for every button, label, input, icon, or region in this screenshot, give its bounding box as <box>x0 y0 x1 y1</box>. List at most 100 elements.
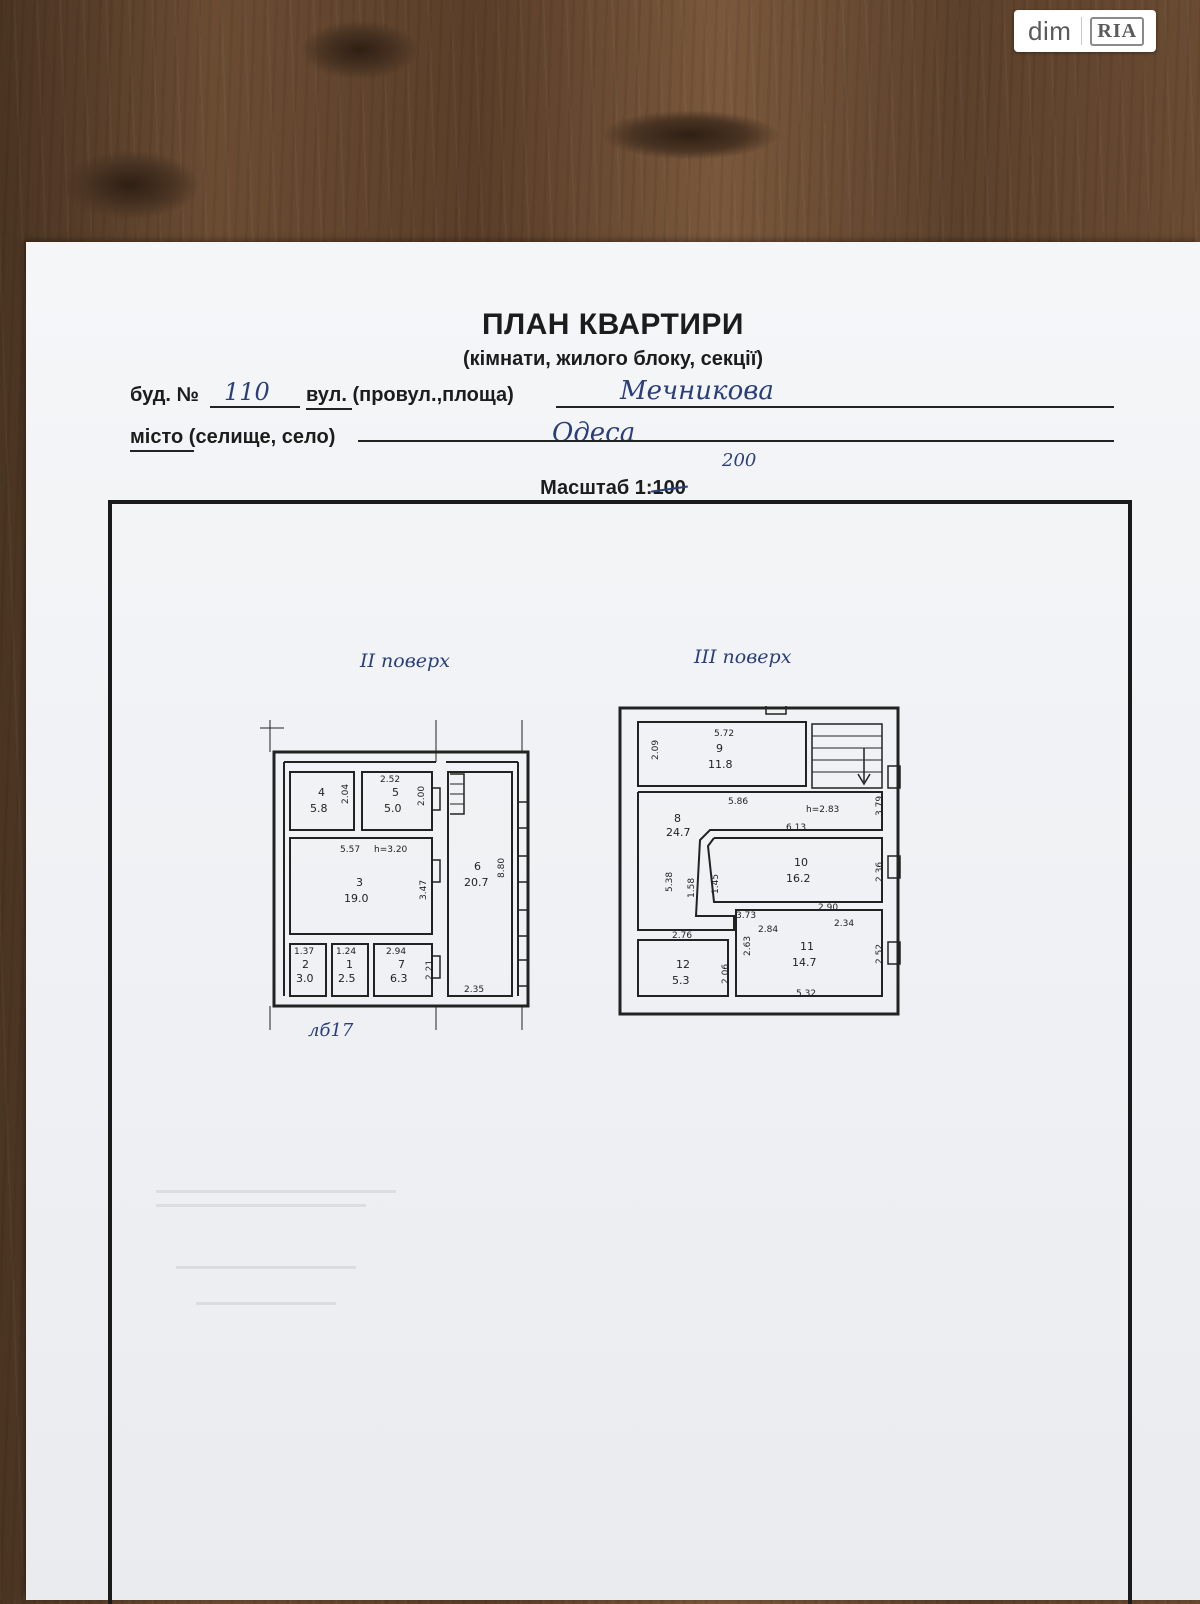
floor2-dim: 8.80 <box>497 858 507 878</box>
city-label-underline <box>130 450 194 452</box>
floor3-dim: 2.84 <box>758 925 778 935</box>
watermark-logo: dim RIA <box>1014 10 1156 52</box>
floor3-stair-arrowhead <box>857 773 871 786</box>
faint-mark <box>176 1266 356 1269</box>
floor3-dim: 5.86 <box>728 797 748 807</box>
floor3-window <box>887 855 901 879</box>
floor2-window <box>517 909 529 937</box>
floor2-dim: 2.94 <box>386 947 406 957</box>
city-value: Одеса <box>552 418 636 448</box>
floor3-room-12-number: 12 <box>676 958 690 971</box>
floor2-window <box>517 801 529 829</box>
floor2-dim: 1.24 <box>336 947 356 957</box>
floor3-room-11-number: 11 <box>800 940 814 953</box>
floor-label-2: II поверх <box>360 650 450 672</box>
scale-row: Масштаб 1:100 <box>26 477 1200 500</box>
floor2-window <box>431 859 441 883</box>
floor2-room-6-number: 6 <box>474 860 481 873</box>
floor3-room-12-area: 5.3 <box>672 974 690 987</box>
floor2-window <box>431 955 441 979</box>
floor3-window <box>887 765 901 789</box>
floor3-room-8 <box>637 791 883 931</box>
paper-sheet: ПЛАН КВАРТИРИ (кімнати, жилого блоку, се… <box>26 242 1200 1604</box>
floor2-room-7-number: 7 <box>398 958 405 971</box>
building-row: буд. № <box>130 384 199 407</box>
city-label: місто (селище, село) <box>130 426 336 448</box>
document-subtitle: (кімнати, жилого блоку, секції) <box>462 348 764 370</box>
scale-printed: 100 <box>652 477 686 499</box>
floor3-room-10-area: 16.2 <box>786 872 811 885</box>
street-label: вул. (провул.,площа) <box>306 384 514 406</box>
floor2-room-1 <box>331 943 369 997</box>
floor3-window <box>887 941 901 965</box>
floor3-dim: h=2.83 <box>806 805 839 815</box>
scale-label: Масштаб 1: <box>540 477 653 499</box>
floor3-room-10 <box>706 837 883 903</box>
floor3-dim: 2.90 <box>818 903 838 913</box>
floor3-dim: 5.72 <box>714 729 734 739</box>
floor3-room-12 <box>637 939 729 997</box>
building-label: буд. № <box>130 384 199 406</box>
floor3-room-9-number: 9 <box>716 742 723 755</box>
floor2-dim: 1.37 <box>294 947 314 957</box>
floor-label-3: III поверх <box>694 646 792 668</box>
floor3-dim: 3.79 <box>875 796 885 816</box>
floor3-room-11-area: 14.7 <box>792 956 817 969</box>
floor2-dim: 2.52 <box>380 775 400 785</box>
wood-knot <box>300 20 420 80</box>
floor-plan-2: 4 5.8 5 5.0 3 19.0 6 20.7 2 3.0 1 2.5 7 … <box>260 720 530 1030</box>
floor-plan-3: 9 11.8 8 24.7 10 16.2 11 14.7 12 5.3 5.7… <box>618 706 901 1016</box>
floor2-dim: 2.35 <box>464 985 484 995</box>
floor3-room-8-area: 24.7 <box>666 826 691 839</box>
floor3-room-9-area: 11.8 <box>708 758 733 771</box>
floor3-dim: 1.58 <box>687 878 697 898</box>
floor2-dim: h=3.20 <box>374 845 408 855</box>
floor2-room-7-area: 6.3 <box>390 972 408 985</box>
floor2-room-3-area: 19.0 <box>344 892 369 905</box>
floor3-room-8-number: 8 <box>674 812 681 825</box>
floor3-dim: 2.76 <box>672 931 692 941</box>
floor3-window <box>765 706 787 715</box>
floor2-room-2-number: 2 <box>302 958 309 971</box>
floor2-room-4 <box>289 771 355 831</box>
drawing-frame <box>108 500 1132 1604</box>
floor3-room-11 <box>735 909 883 997</box>
floor2-window <box>517 855 529 883</box>
watermark-text-dim: dim <box>1028 15 1072 46</box>
floor2-room-6-area: 20.7 <box>464 876 489 889</box>
floor2-room-4-number: 4 <box>318 786 325 799</box>
floor2-room-2 <box>289 943 327 997</box>
street-underline <box>556 406 1114 408</box>
watermark-text-ria: RIA <box>1090 16 1145 46</box>
street-label-underline <box>306 408 352 410</box>
floor3-dim: 6.13 <box>786 823 806 833</box>
floor3-stair <box>811 723 883 789</box>
floor2-room-1-number: 1 <box>346 958 353 971</box>
building-number: 110 <box>224 378 270 406</box>
floor2-dim: 2.21 <box>425 960 435 980</box>
floor2-room-5-area: 5.0 <box>384 802 402 815</box>
floor3-dim: 2.06 <box>721 964 731 984</box>
wood-knot <box>60 150 200 220</box>
floor2-window <box>517 959 529 987</box>
floor2-room-2-area: 3.0 <box>296 972 314 985</box>
document-title: ПЛАН КВАРТИРИ <box>482 308 744 341</box>
floor3-dim: 5.32 <box>796 989 816 999</box>
floor3-dim: 2.63 <box>743 936 753 956</box>
city-underline <box>358 440 1114 442</box>
floor2-room-4-area: 5.8 <box>310 802 328 815</box>
floor3-dim: 2.52 <box>875 944 885 964</box>
building-underline <box>210 406 300 408</box>
floor2-room-1-area: 2.5 <box>338 972 356 985</box>
faint-mark <box>196 1302 336 1305</box>
wood-knot <box>600 110 780 160</box>
floor3-dim: 1.45 <box>711 874 721 894</box>
street-value: Мечникова <box>620 376 774 406</box>
watermark-separator <box>1081 17 1083 45</box>
floor2-dim: 3.47 <box>419 880 429 900</box>
scale-handwritten: 200 <box>722 450 757 471</box>
floor3-room-9 <box>637 721 807 787</box>
floor2-dim: 5.57 <box>340 845 360 855</box>
floor3-outer-wall <box>618 706 900 1016</box>
floor3-dim: 2.34 <box>834 919 854 929</box>
